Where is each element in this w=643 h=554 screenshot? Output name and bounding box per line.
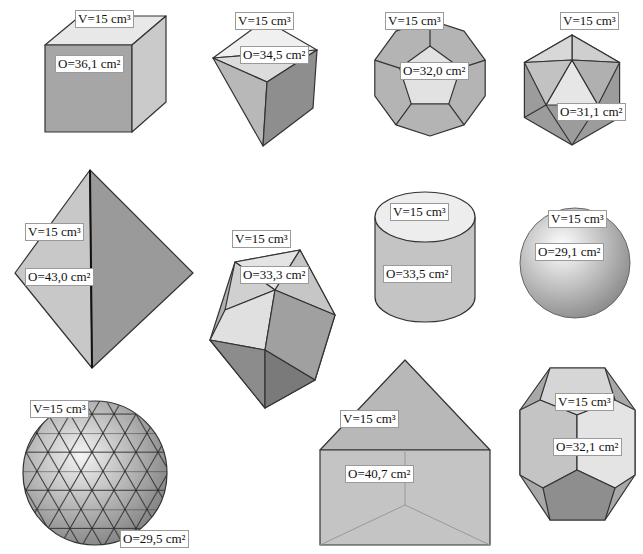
- surface-label: O=33,5 cm²: [383, 265, 452, 283]
- solid-figure: V=15 cm³ O=34,5 cm²: [205, 10, 325, 150]
- figure-part: [213, 58, 267, 146]
- volume-label: V=15 cm³: [30, 400, 89, 418]
- volume-label: V=15 cm³: [25, 223, 84, 241]
- solid-drawing: [205, 10, 325, 150]
- figure-part: [524, 60, 572, 105]
- figure-part: [375, 192, 475, 242]
- solid-drawing: [205, 230, 340, 410]
- solid-drawing: [515, 10, 635, 160]
- figure-part: [210, 290, 275, 350]
- solid-figure: V=15 cm³ O=33,3 cm²: [205, 230, 340, 410]
- figure-part: [263, 50, 317, 146]
- figure-part: [524, 35, 619, 145]
- figure-part: [23, 401, 167, 545]
- volume-label: V=15 cm³: [385, 12, 444, 30]
- figure-part: [375, 20, 485, 136]
- solid-figure: V=15 cm³ O=32,0 cm²: [370, 10, 490, 140]
- surface-label: O=29,1 cm²: [535, 243, 604, 261]
- figure-part: [543, 470, 615, 520]
- solid-figure: V=15 cm³ O=33,5 cm²: [370, 185, 480, 330]
- figure-part: [320, 450, 490, 545]
- solid-figure: V=15 cm³ O=31,1 cm²: [515, 10, 635, 160]
- volume-label: V=15 cm³: [555, 393, 614, 411]
- solid-drawing: [15, 395, 190, 550]
- figure-part: [572, 35, 620, 63]
- surface-label: O=33,3 cm²: [240, 266, 309, 284]
- volume-label: V=15 cm³: [560, 12, 619, 30]
- figure-part: [132, 16, 166, 132]
- figure-part: [375, 20, 485, 125]
- figure-part: [90, 170, 193, 368]
- figure-part: [520, 368, 635, 520]
- surface-label: O=32,1 cm²: [553, 438, 622, 456]
- surface-label: O=43,0 cm²: [25, 268, 94, 286]
- volume-label: V=15 cm³: [235, 12, 294, 30]
- figure-part: [320, 360, 490, 450]
- solid-drawing: [310, 355, 500, 550]
- solid-figure: V=15 cm³ O=40,7 cm²: [310, 355, 500, 550]
- figure-part: [210, 340, 265, 408]
- volume-label: V=15 cm³: [390, 203, 449, 221]
- figure-part: [45, 45, 132, 132]
- surface-label: O=31,1 cm²: [557, 103, 626, 121]
- figure-part: [572, 60, 620, 105]
- surface-label: O=40,7 cm²: [345, 465, 414, 483]
- volume-label: V=15 cm³: [232, 230, 291, 248]
- figure-part: [23, 401, 167, 545]
- solid-figure: V=15 cm³ O=29,1 cm²: [515, 205, 637, 323]
- solid-figure: V=15 cm³ O=36,1 cm²: [40, 10, 170, 135]
- surface-label: O=29,5 cm²: [120, 530, 189, 548]
- volume-label: V=15 cm³: [548, 210, 607, 228]
- figure-part: [520, 208, 630, 318]
- figure-part: [524, 35, 572, 63]
- volume-label: V=15 cm³: [340, 410, 399, 428]
- figure-part: [210, 250, 335, 408]
- surface-label: O=32,0 cm²: [400, 62, 469, 80]
- solid-figure: V=15 cm³ O=29,5 cm²: [15, 395, 190, 550]
- figure-part: [265, 350, 315, 408]
- surface-label: O=36,1 cm²: [55, 55, 124, 73]
- solid-figure: V=15 cm³ O=32,1 cm²: [515, 360, 640, 530]
- solid-figure: V=15 cm³ O=43,0 cm²: [10, 165, 200, 373]
- figure-part: [320, 450, 490, 545]
- surface-label: O=34,5 cm²: [240, 46, 309, 64]
- volume-label: V=15 cm³: [75, 10, 134, 28]
